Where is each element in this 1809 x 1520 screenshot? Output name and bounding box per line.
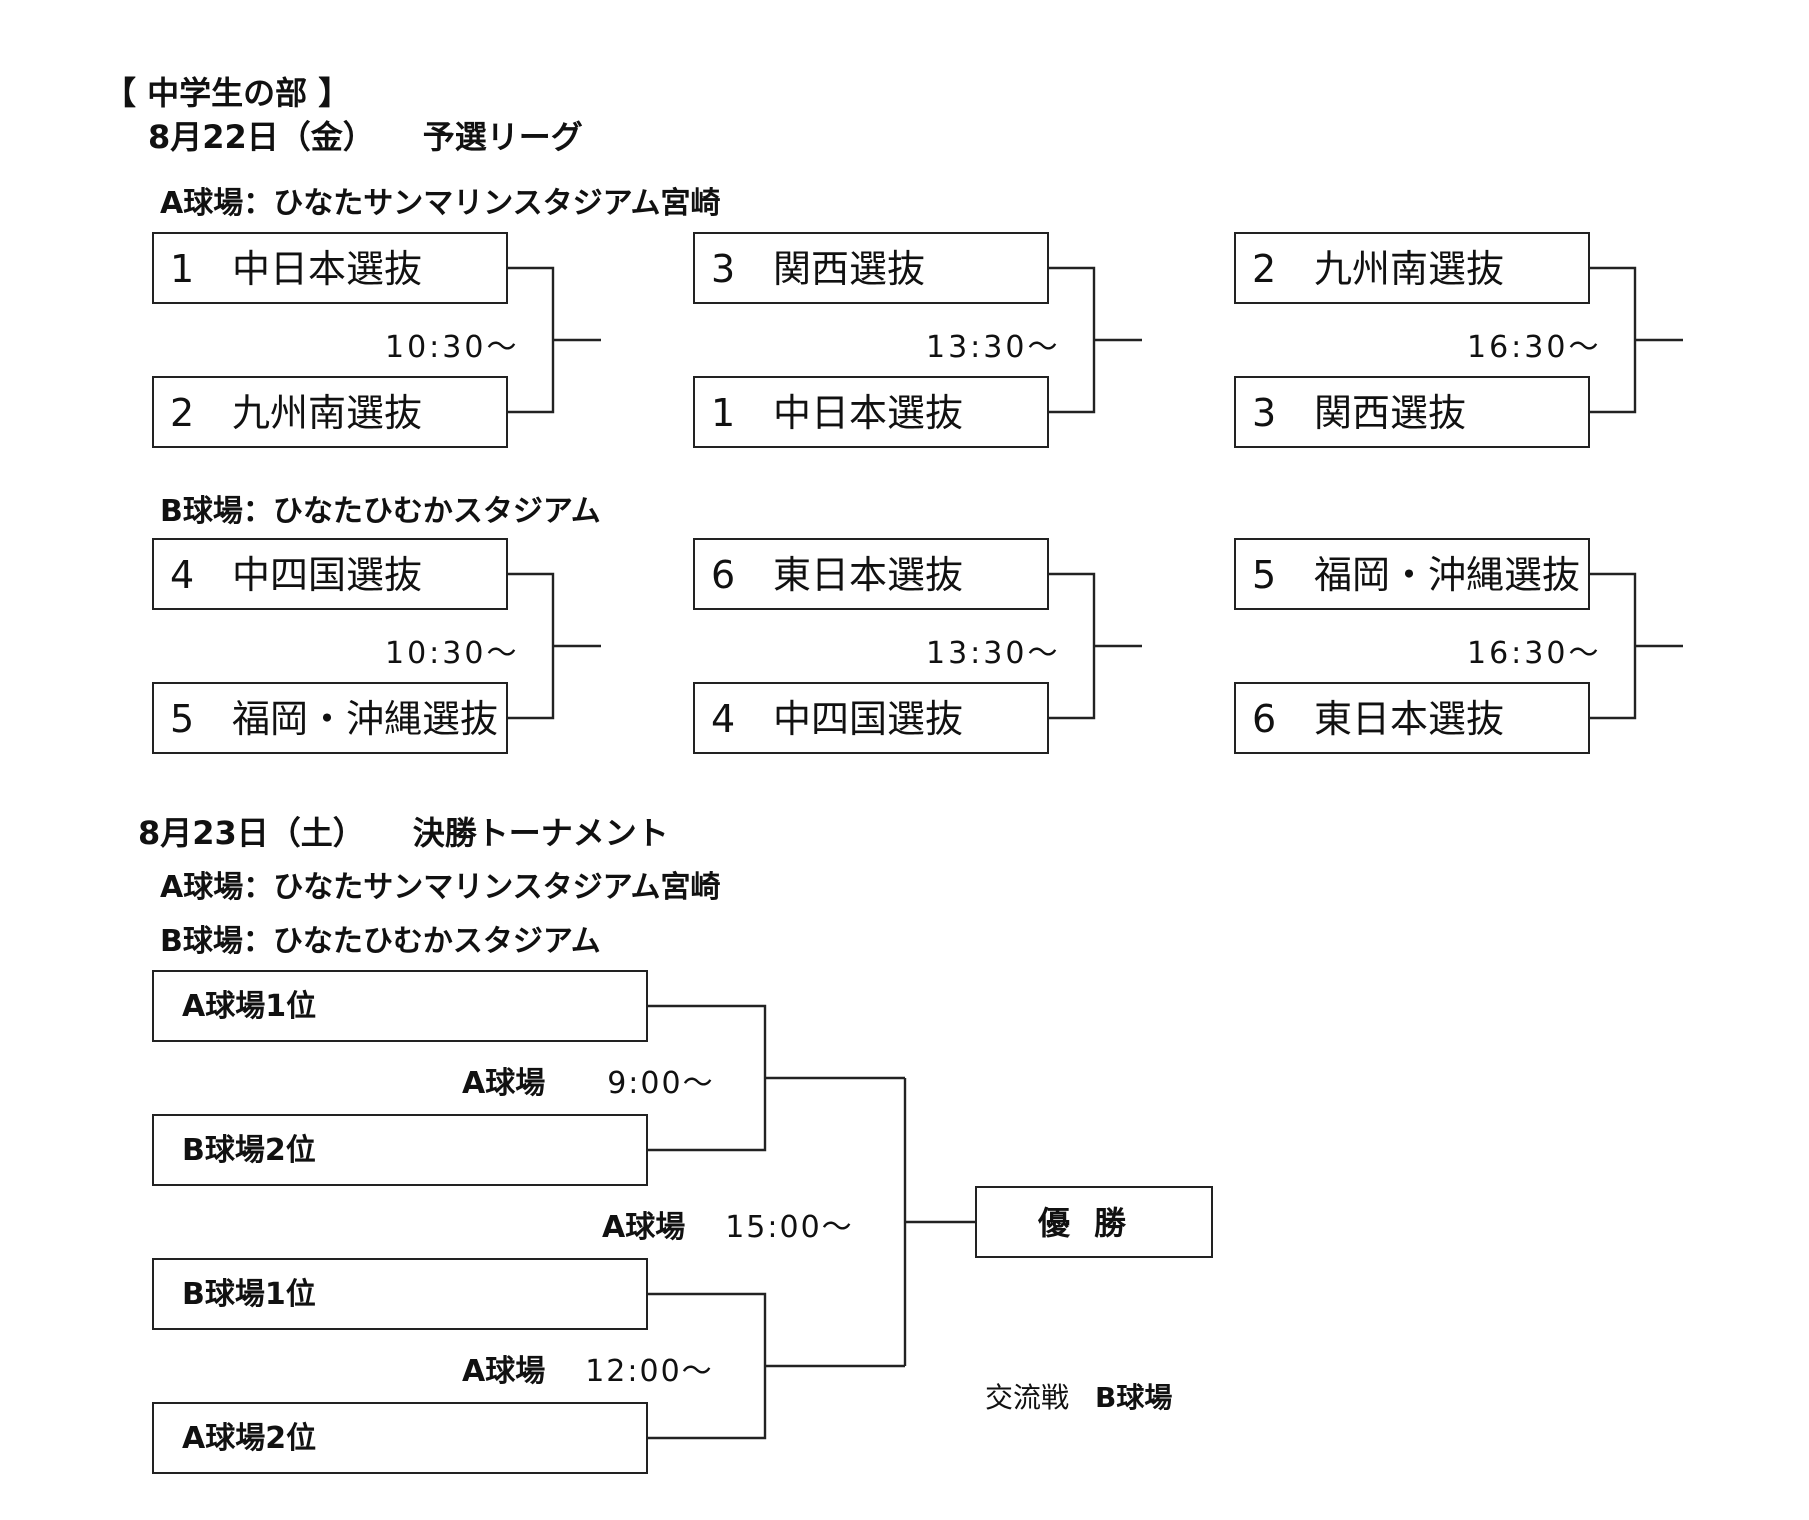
bracket-line [647, 1292, 905, 1440]
match-time: 16:30～ [1467, 330, 1602, 365]
day2-venue-a: A球場：ひなたサンマリンスタジアム宮崎 [160, 870, 721, 905]
seed-box: B球場1位 [152, 1258, 648, 1330]
bracket-line [1048, 572, 1142, 720]
day1-heading: 8月22日（金） 予選リーグ [148, 118, 583, 156]
bracket-line [1589, 266, 1683, 414]
bracket-line [507, 572, 601, 720]
day2-heading: 8月23日（土） 決勝トーナメント [138, 814, 669, 852]
seed-box: A球場1位 [152, 970, 648, 1042]
section-title: 【 中学生の部 】 [104, 74, 351, 112]
day1-venue-b: B球場：ひなたひむかスタジアム [160, 494, 601, 529]
match-time: 16:30～ [1467, 636, 1602, 671]
match-time: 10:30～ [385, 636, 520, 671]
bracket-line [647, 1004, 905, 1152]
champion-box: 優勝 [975, 1186, 1213, 1258]
match-time: 10:30～ [385, 330, 520, 365]
match-time: 13:30～ [926, 330, 1061, 365]
day1-venue-a: A球場：ひなたサンマリンスタジアム宮崎 [160, 186, 721, 221]
day2-venue-b: B球場：ひなたひむかスタジアム [160, 924, 601, 959]
seed-box: B球場2位 [152, 1114, 648, 1186]
bracket-line [1048, 266, 1142, 414]
bracket-line [903, 1078, 975, 1366]
match-time: 13:30～ [926, 636, 1061, 671]
bracket-line [1589, 572, 1683, 720]
seed-box: A球場2位 [152, 1402, 648, 1474]
bracket-line [507, 266, 601, 414]
